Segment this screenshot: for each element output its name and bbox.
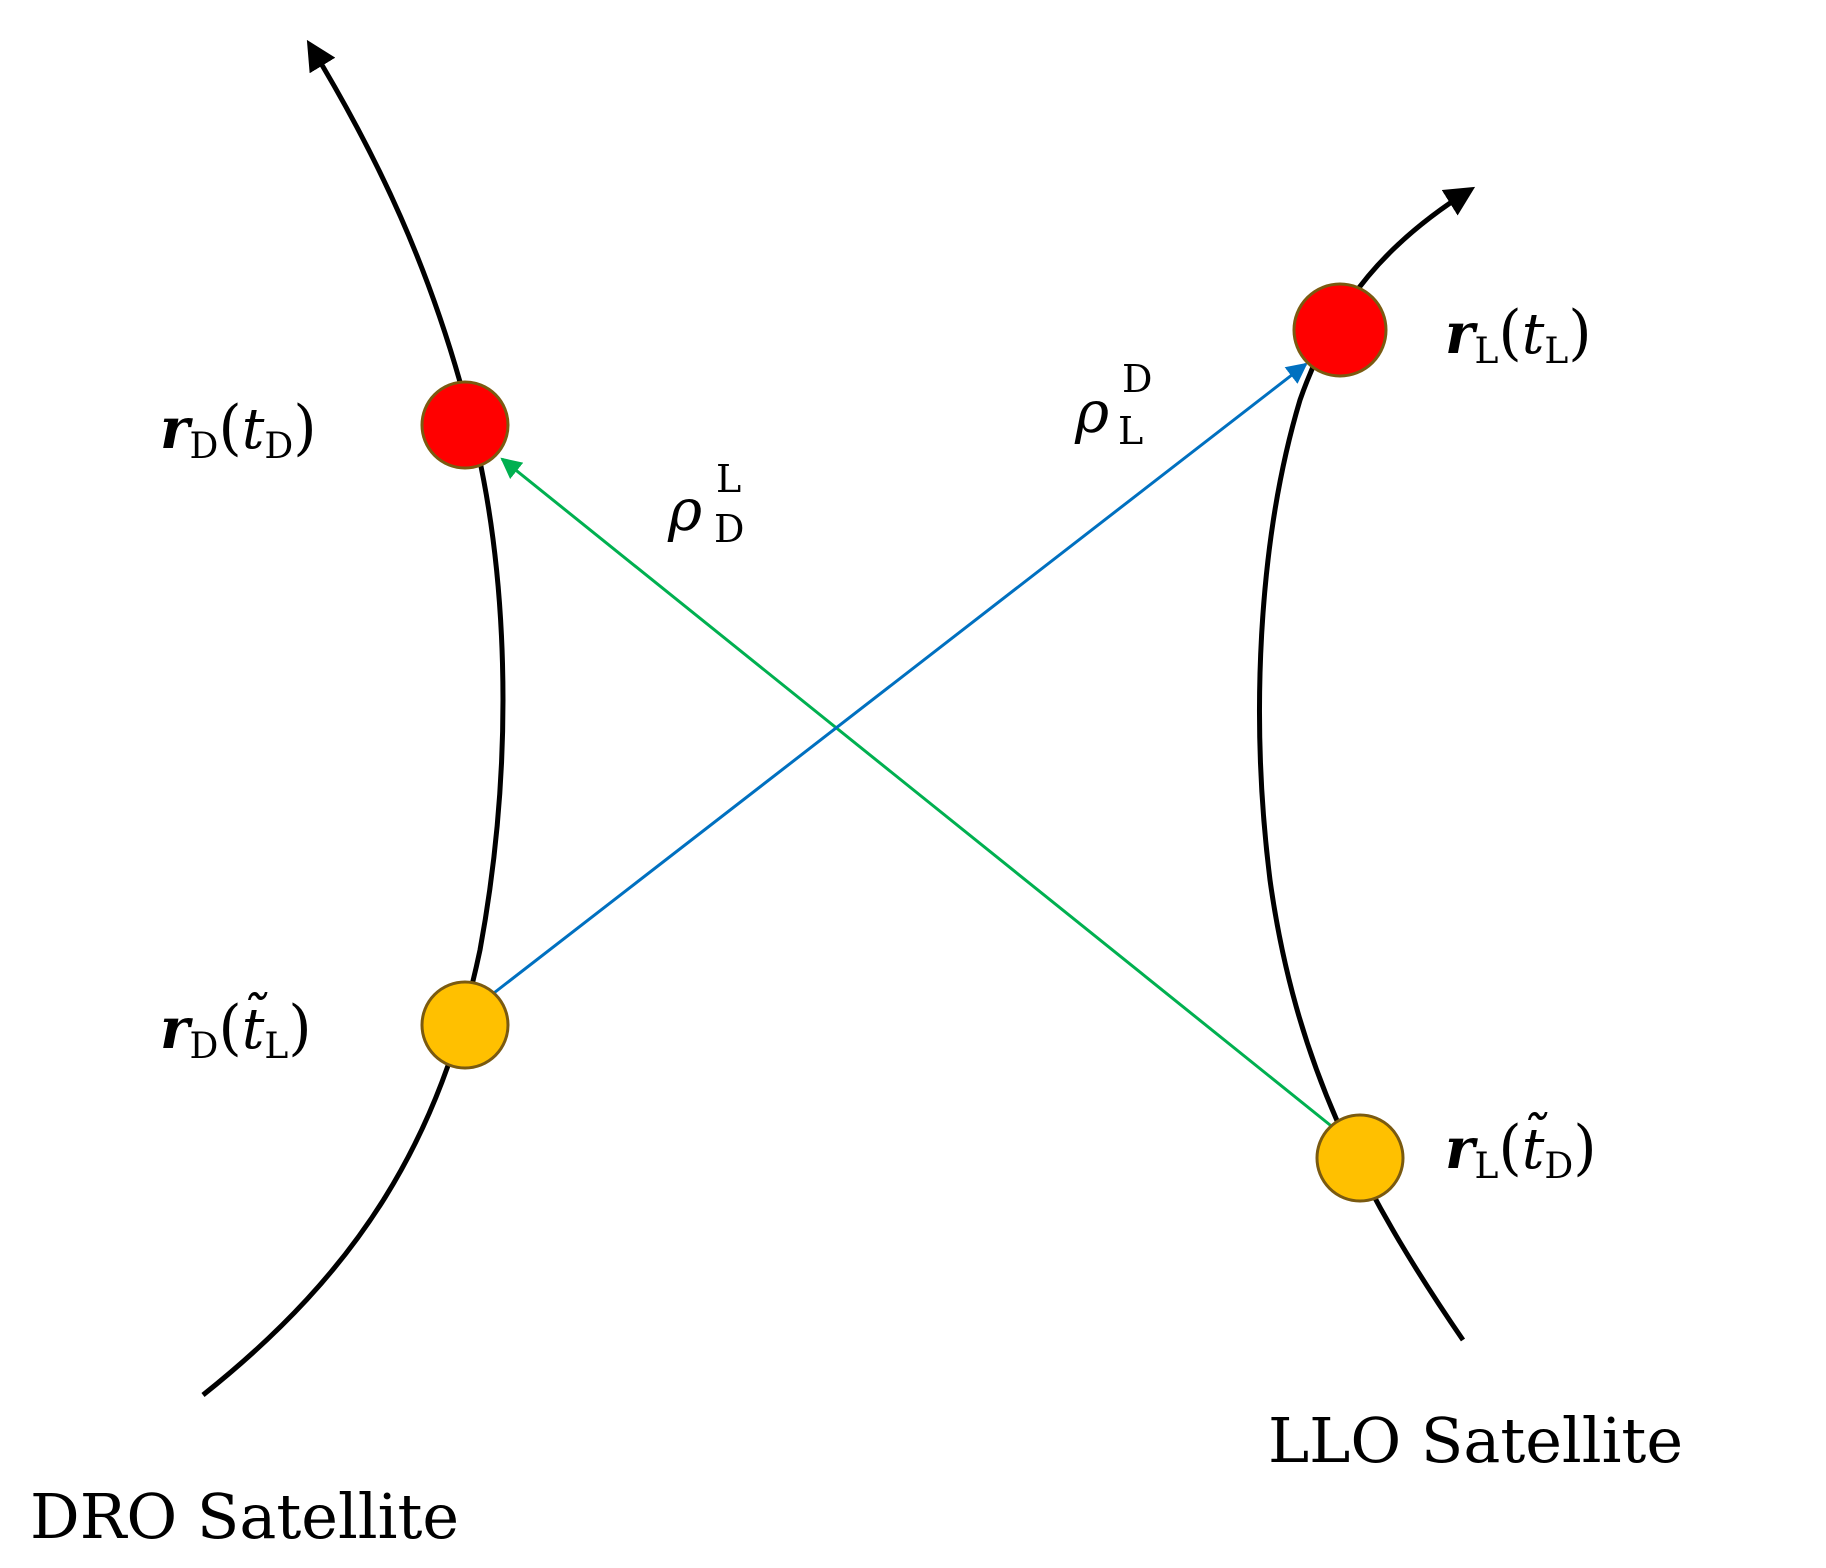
label-dro-satellite: DRO Satellite xyxy=(30,1480,459,1553)
link-rho-L-D-arrow xyxy=(489,362,1308,998)
point-rL-tD-tilde xyxy=(1315,1113,1405,1203)
label-rho-L-D-sup: D xyxy=(1122,357,1152,401)
label-rho-L-D-sub: L xyxy=(1118,409,1143,453)
label-llo-satellite: LLO Satellite xyxy=(1268,1404,1683,1477)
point-rD-tD xyxy=(420,380,510,470)
label-rD-tL-tilde: rD(t̃L) xyxy=(160,992,312,1067)
label-rho-L-D: ρ xyxy=(1074,378,1109,446)
point-rL-tL xyxy=(1292,282,1388,378)
link-rho-D-L-arrow xyxy=(500,457,1341,1135)
dro-orbit-arc xyxy=(201,39,506,1397)
label-rL-tL: rL(tL) xyxy=(1445,298,1592,372)
label-rho-D-L-sup: L xyxy=(716,457,741,501)
label-rD-tD: rD(tD) xyxy=(160,393,317,467)
point-rD-tL-tilde xyxy=(420,980,510,1070)
label-rL-tD-tilde: rL(t̃D) xyxy=(1445,1112,1597,1187)
label-rho-D-L-sub: D xyxy=(714,507,744,551)
label-rho-D-L: ρ xyxy=(667,476,702,544)
